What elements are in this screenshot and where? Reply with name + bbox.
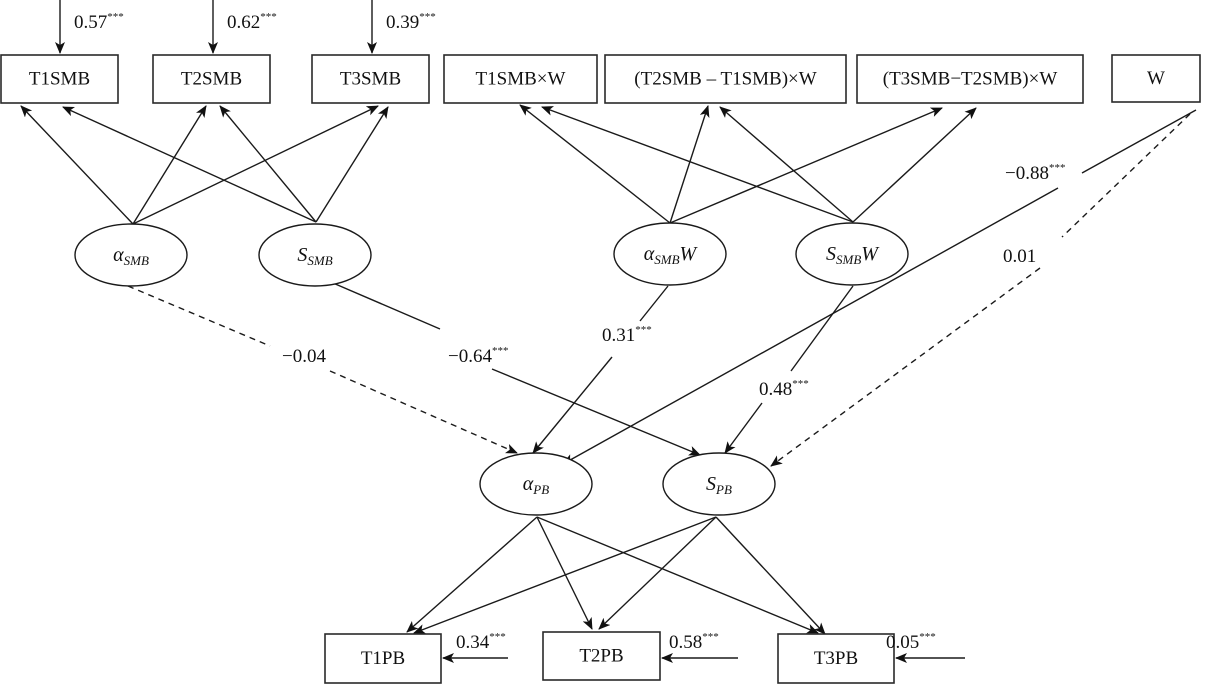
path-arrow <box>715 516 826 635</box>
residual-coef-t1pb: 0.34*** <box>456 631 506 653</box>
path-arrow <box>669 107 943 224</box>
path-arrow <box>332 282 441 330</box>
path-arrow <box>219 105 317 223</box>
top-observed-variables: T1SMB T2SMB T3SMB T1SMB×W (T2SMB – T1SMB)×W (… <box>0 54 1201 104</box>
path-coef-asmb-apb: −0.04 <box>282 346 326 367</box>
path-coef-ssmb-spb: −0.64*** <box>448 345 508 367</box>
loading-label-t3smb: 0.39*** <box>386 11 436 33</box>
path-arrow <box>790 285 854 372</box>
node-label: T2SMB <box>181 69 242 90</box>
latent-variables: αSMB SSMB αSMBW SSMBW αPB SPB <box>74 222 909 516</box>
path-coef-w-apb: −0.88*** <box>1005 162 1065 184</box>
path-arrow <box>541 106 854 223</box>
path-arrow <box>724 402 763 454</box>
latent-node-spb: SPB <box>662 452 776 516</box>
latent-ellipse <box>795 222 909 286</box>
latent-ellipse <box>74 223 188 287</box>
node-label: (T2SMB – T1SMB)×W <box>634 69 817 90</box>
observed-node-t2mt1xw: (T2SMB – T1SMB)×W <box>604 54 847 104</box>
latent-label: SPB <box>706 473 732 497</box>
node-label: W <box>1147 68 1165 89</box>
loading-label-t2smb: 0.62*** <box>227 11 277 33</box>
path-coef-asmbw-apb: 0.31*** <box>602 324 652 346</box>
path-arrow <box>598 516 717 630</box>
node-box <box>1111 54 1201 103</box>
node-box <box>0 54 119 104</box>
path-arrow <box>562 187 1059 465</box>
latent-label: αPB <box>523 473 549 497</box>
node-box <box>311 54 430 104</box>
residual-coef-t3pb: 0.05*** <box>886 631 936 653</box>
observed-node-w: W <box>1111 54 1201 103</box>
node-box <box>777 633 895 684</box>
path-coef-ssmbw-spb: 0.48*** <box>759 378 809 400</box>
path-arrow <box>1061 113 1191 238</box>
path-arrow <box>770 267 1041 467</box>
node-label: T1SMB×W <box>476 69 566 90</box>
path-arrow <box>406 516 538 633</box>
node-label: T3SMB <box>340 69 401 90</box>
latent-node-asmbw: αSMBW <box>613 222 727 286</box>
observed-node-t1pb: T1PB <box>324 633 442 684</box>
latent-node-asmb: αSMB <box>74 223 188 287</box>
latent-node-ssmbw: SSMBW <box>795 222 909 286</box>
path-arrow <box>1081 109 1197 174</box>
observed-node-t3smb: T3SMB <box>311 54 430 104</box>
coefficient-labels: 0.57*** 0.62*** 0.39*** −0.04 −0.64*** 0.31**… <box>74 11 1065 653</box>
path-arrow <box>491 368 701 456</box>
latent-label: SSMBW <box>826 243 880 267</box>
latent-label: αSMB <box>113 244 149 268</box>
path-arrow <box>536 516 593 630</box>
path-arrow <box>20 105 134 225</box>
node-box <box>856 54 1084 104</box>
node-box <box>324 633 442 684</box>
latent-ellipse <box>479 452 593 516</box>
latent-node-ssmb: SSMB <box>258 223 372 287</box>
path-arrow <box>127 285 271 347</box>
path-arrow <box>315 106 389 223</box>
observed-node-t1smbxw: T1SMB×W <box>443 54 598 104</box>
path-arrow <box>639 285 669 322</box>
node-label: T3PB <box>814 648 858 669</box>
node-label: T1SMB <box>29 69 90 90</box>
latent-ellipse <box>613 222 727 286</box>
path-edges <box>20 0 1197 663</box>
node-box <box>542 631 661 681</box>
residual-coef-t2pb: 0.58*** <box>669 631 719 653</box>
path-arrow <box>532 356 613 454</box>
bottom-observed-variables: T1PB T2PB T3PB <box>324 631 895 684</box>
path-arrow <box>329 370 518 454</box>
latent-label: αSMBW <box>644 243 699 267</box>
latent-ellipse <box>662 452 776 516</box>
node-box <box>152 54 271 104</box>
path-arrow <box>852 107 977 223</box>
path-arrow <box>413 516 717 634</box>
observed-node-t2smb: T2SMB <box>152 54 271 104</box>
node-label: (T3SMB−T2SMB)×W <box>883 69 1058 90</box>
path-arrow <box>132 105 207 225</box>
path-arrow <box>132 105 379 225</box>
path-arrow <box>62 106 317 223</box>
loading-label-t1smb: 0.57*** <box>74 11 124 33</box>
latent-ellipse <box>258 223 372 287</box>
observed-node-t3pb: T3PB <box>777 633 895 684</box>
latent-label: SSMB <box>297 244 332 268</box>
latent-node-apb: αPB <box>479 452 593 516</box>
observed-node-t1smb: T1SMB <box>0 54 119 104</box>
node-label: T2PB <box>579 646 623 667</box>
path-arrow <box>536 516 819 634</box>
observed-node-t2pb: T2PB <box>542 631 661 681</box>
path-arrow <box>519 104 671 224</box>
path-coef-w-spb: 0.01 <box>1003 246 1036 267</box>
node-label: T1PB <box>361 648 405 669</box>
observed-node-t3mt2xw: (T3SMB−T2SMB)×W <box>856 54 1084 104</box>
node-box <box>443 54 598 104</box>
path-arrow <box>669 105 710 224</box>
node-box <box>604 54 847 104</box>
path-arrow <box>719 106 854 223</box>
